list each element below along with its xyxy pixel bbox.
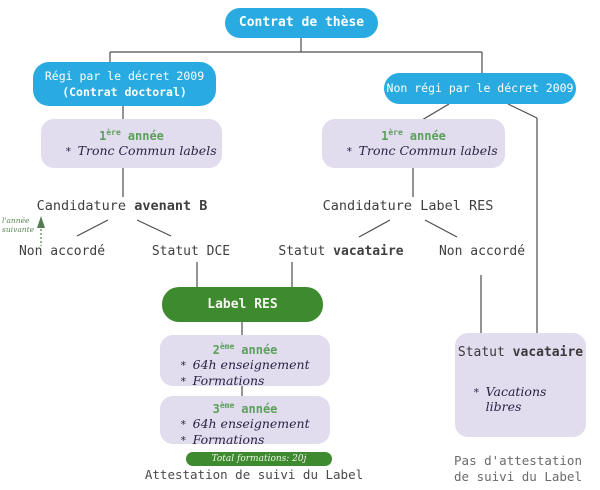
decree-right-node: Non régi par le décret 2009: [384, 73, 576, 104]
attestation-label: Attestation de suivi du Label: [144, 467, 364, 482]
root-node: Contrat de thèse: [225, 8, 378, 38]
next-year-arrow-icon: [37, 216, 45, 246]
year2-item: *64h enseignement: [180, 357, 310, 372]
candidature-avenant-label: Candidature avenant B: [36, 198, 208, 214]
not-granted-left-label: Non accordé: [18, 244, 106, 259]
statut-vacataire-node-title: Statut vacataire: [457, 345, 584, 360]
statut-dce-label: Statut DCE: [151, 244, 231, 259]
decree-left-node: Régi par le décret 2009 (Contrat doctora…: [33, 62, 216, 106]
statut-vacataire-node-item: *Vacations libres: [473, 384, 547, 414]
not-granted-right-label: Non accordé: [438, 244, 526, 259]
no-attestation-label: Pas d'attestation de suivi du Label: [454, 453, 582, 484]
label-res-node: Label RES: [162, 287, 323, 322]
year3-item: *64h enseignement: [180, 416, 310, 431]
total-formations-pill: Total formations: 20j: [186, 452, 332, 466]
decree-right-label: Non régi par le décret 2009: [386, 81, 574, 95]
year2-item: *Formations: [180, 373, 265, 388]
root-label: Contrat de thèse: [238, 15, 365, 30]
decree-left-line1: Régi par le décret 2009: [44, 69, 205, 83]
decree-left-line2: (Contrat doctoral): [62, 85, 187, 99]
statut-vacataire-label: Statut vacataire: [278, 244, 404, 259]
candidature-res-label: Candidature Label RES: [322, 198, 494, 214]
year1-left-item: * Tronc Commun labels: [65, 143, 217, 158]
statut-vacataire-node: Statut vacataire *Vacations libres: [455, 333, 586, 437]
year1-right-item: * Tronc Commun labels: [346, 143, 498, 158]
next-year-note: l'année suivante: [2, 216, 35, 234]
year3-item: *Formations: [180, 432, 265, 447]
